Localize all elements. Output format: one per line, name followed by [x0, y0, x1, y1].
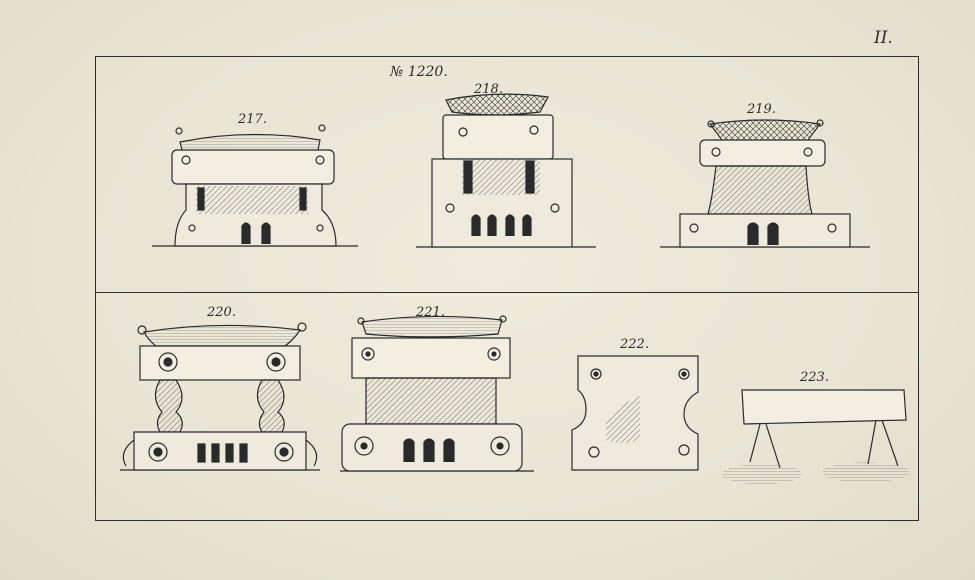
figure-label-220: 220.	[207, 305, 236, 320]
figure-label-219: 219.	[747, 102, 776, 117]
figure-222-drawing	[571, 355, 699, 471]
figure-label-222: 222.	[620, 337, 649, 352]
figure-label-223: 223.	[800, 370, 829, 385]
figure-220-drawing	[120, 322, 320, 471]
figure-218-drawing	[416, 93, 596, 248]
plate-frame	[95, 56, 919, 521]
figure-217-drawing	[152, 124, 358, 247]
catalog-number: № 1220.	[390, 64, 448, 80]
panel-divider	[95, 292, 919, 293]
figure-221-drawing	[340, 315, 534, 472]
figure-223-drawing	[722, 389, 910, 484]
figure-label-217: 217.	[238, 112, 267, 127]
plate-number: II.	[874, 28, 893, 48]
figure-219-drawing	[660, 119, 870, 248]
figure-label-218: 218.	[474, 82, 503, 97]
